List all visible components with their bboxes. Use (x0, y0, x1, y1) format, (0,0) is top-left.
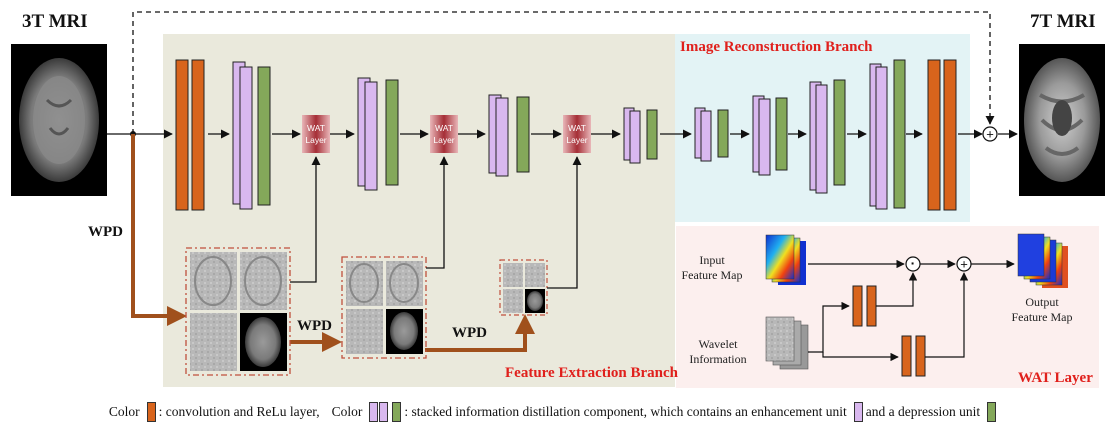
legend: Color : convolution and ReLu layer, Colo… (0, 400, 1108, 424)
svg-text:WAT: WAT (568, 123, 586, 133)
wat-panel-label: WAT Layer (1018, 370, 1093, 386)
sidc-block-3 (488, 94, 530, 177)
skip-connection (132, 11, 995, 134)
legend-depression-swatch-a (392, 402, 402, 422)
legend-depression-swatch (987, 402, 997, 422)
wpd-path (131, 134, 535, 352)
legend-color-word-1: Color (108, 404, 140, 419)
output-mri-image (1019, 44, 1105, 196)
svg-text:WAT: WAT (435, 123, 453, 133)
wat-block-2: WAT Layer (430, 115, 458, 153)
legend-enhancement-swatch (853, 402, 863, 422)
recon-sidc-1 (694, 107, 729, 162)
svg-text:Layer: Layer (566, 135, 587, 145)
wavelet-info-image (765, 316, 809, 370)
legend-enhancement-swatch-a (369, 402, 379, 422)
svg-text:+: + (960, 257, 968, 272)
recon-sidc-4 (869, 59, 906, 210)
legend-conv-text: : convolution and ReLu layer, (158, 404, 320, 419)
sidc-block-1 (232, 61, 271, 210)
recon-conv (927, 59, 957, 211)
wavelet-subbands-2 (341, 256, 427, 359)
output-feature-map-label-1: Output (1025, 295, 1059, 309)
legend-sidc-text: : stacked information distillation compo… (404, 404, 847, 419)
wpd-label-2: WPD (297, 318, 332, 334)
feature-branch-label: Feature Extraction Branch (505, 365, 679, 381)
legend-enhancement-swatch-b (379, 402, 389, 422)
svg-text:Layer: Layer (433, 135, 454, 145)
input-mri-label: 3T MRI (22, 11, 88, 32)
recon-sidc-2 (752, 95, 788, 176)
wavelet-info-label-2: Information (689, 352, 746, 366)
output-sum-node: + (982, 126, 998, 142)
reconstruction-branch-label: Image Reconstruction Branch (680, 39, 873, 55)
recon-sidc-3 (809, 79, 846, 194)
wat-internal-arrows (808, 259, 1015, 362)
wat-conv-1 (852, 285, 877, 327)
sidc-block-4 (623, 107, 658, 164)
wat-conv-2 (901, 335, 926, 377)
svg-text:+: + (986, 127, 994, 142)
input-feature-map-label-1: Input (699, 253, 725, 267)
legend-and-text: and a depression unit (865, 404, 981, 419)
wavelet-subbands-1 (185, 247, 291, 376)
svg-text:Layer: Layer (305, 135, 326, 145)
legend-conv-swatch (146, 402, 156, 422)
wavelet-info-label-1: Wavelet (698, 337, 738, 351)
input-feature-map-image (765, 234, 806, 285)
wat-block-3: WAT Layer (563, 115, 591, 153)
conv-block-1 (175, 59, 205, 211)
wpd-label-3: WPD (452, 325, 487, 341)
svg-text:WAT: WAT (307, 123, 325, 133)
wavelet-to-wat-arrows (290, 156, 582, 289)
svg-text:·: · (911, 255, 916, 271)
input-mri-image (11, 44, 107, 196)
add-node: + (956, 256, 972, 272)
legend-color-word-2: Color (331, 404, 363, 419)
sidc-block-2 (357, 77, 399, 191)
input-feature-map-label-2: Feature Map (682, 268, 743, 282)
output-feature-map-label-2: Feature Map (1012, 310, 1073, 324)
output-feature-map-image (1017, 233, 1068, 288)
wpd-label-1: WPD (88, 224, 123, 240)
output-mri-label: 7T MRI (1030, 11, 1096, 32)
wat-block-1: WAT Layer (302, 115, 330, 153)
